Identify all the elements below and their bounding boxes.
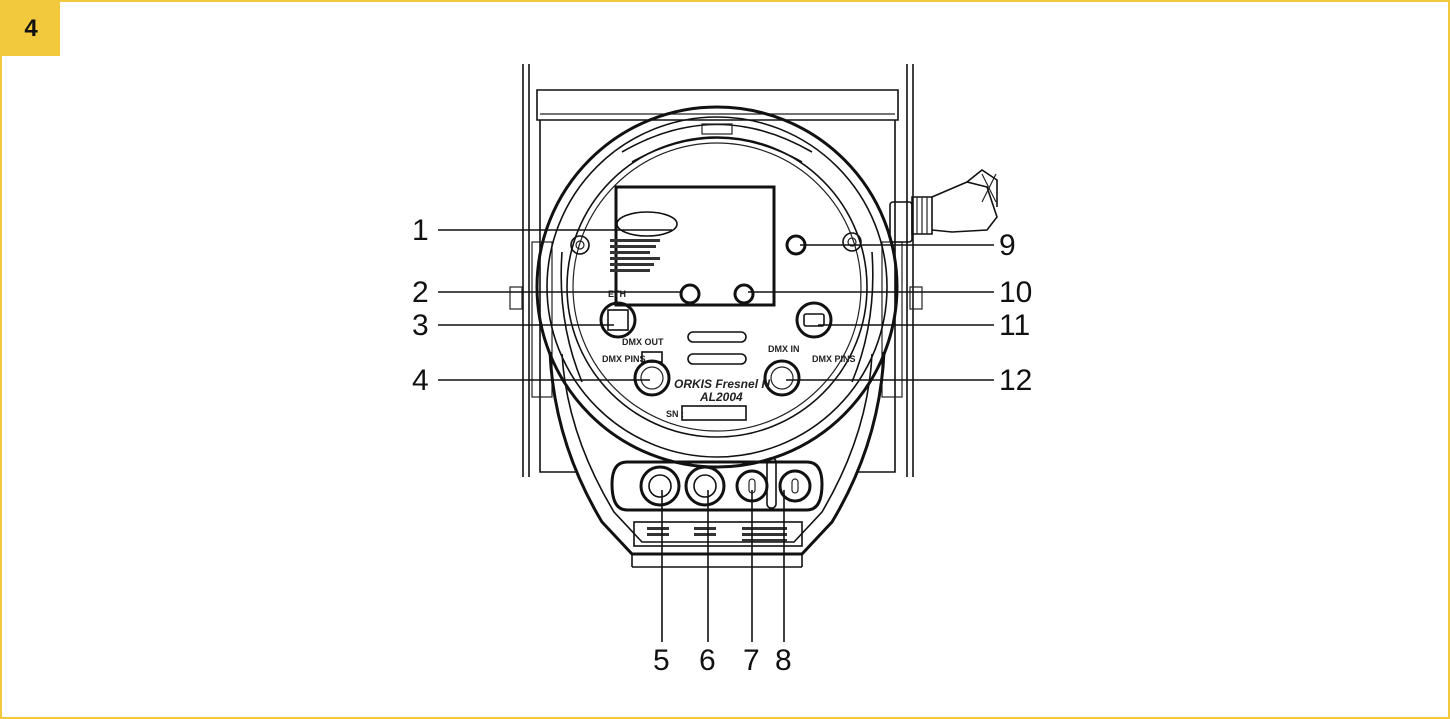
callout-4: 4 [412, 364, 429, 397]
callout-12: 12 [999, 364, 1032, 397]
power-in-connector [684, 465, 726, 507]
usb-port [795, 301, 833, 339]
svg-text:ETH: ETH [608, 289, 626, 299]
rear-ring [535, 105, 899, 469]
serial-label: SN : [666, 409, 684, 419]
part-label: AL2004 [699, 390, 743, 404]
serial-plate [681, 405, 747, 421]
dmx-in-connector: DMX IN DMX PINS [763, 344, 856, 397]
callout-10: 10 [999, 276, 1032, 309]
vent-slot-upper [687, 331, 747, 343]
callout-2: 2 [412, 276, 429, 309]
connector-8 [778, 469, 812, 503]
screw-right [842, 232, 862, 252]
vent-slot-lower [687, 353, 747, 365]
leader-lines [438, 229, 994, 642]
screw-left [570, 235, 590, 255]
encoder-knob-2 [679, 283, 701, 305]
callout-1: 1 [412, 214, 429, 247]
encoder-knob-10 [733, 283, 755, 305]
callout-9: 9 [999, 229, 1016, 262]
callout-7: 7 [743, 644, 760, 677]
callout-6: 6 [699, 644, 716, 677]
power-out-connector [639, 465, 681, 507]
svg-text:DMX IN: DMX IN [768, 344, 800, 354]
svg-text:DMX OUT: DMX OUT [622, 337, 664, 347]
figure-number-badge: 4 [2, 2, 60, 56]
lower-connector-panel [610, 457, 824, 547]
dmx-out-connector: DMX OUT DMX PINS [602, 337, 671, 397]
callout-8: 8 [775, 644, 792, 677]
model-label: ORKIS Fresnel H [674, 377, 770, 391]
callout-11: 11 [999, 309, 1030, 342]
callout-5: 5 [653, 644, 670, 677]
svg-text:DMX PINS: DMX PINS [602, 354, 646, 364]
eth-port: ETH [599, 289, 637, 339]
svg-text:DMX PINS: DMX PINS [812, 354, 856, 364]
manufacturer-logo [610, 211, 678, 272]
callout-3: 3 [412, 309, 429, 342]
housing-body [548, 351, 886, 568]
side-clamp [889, 169, 998, 243]
